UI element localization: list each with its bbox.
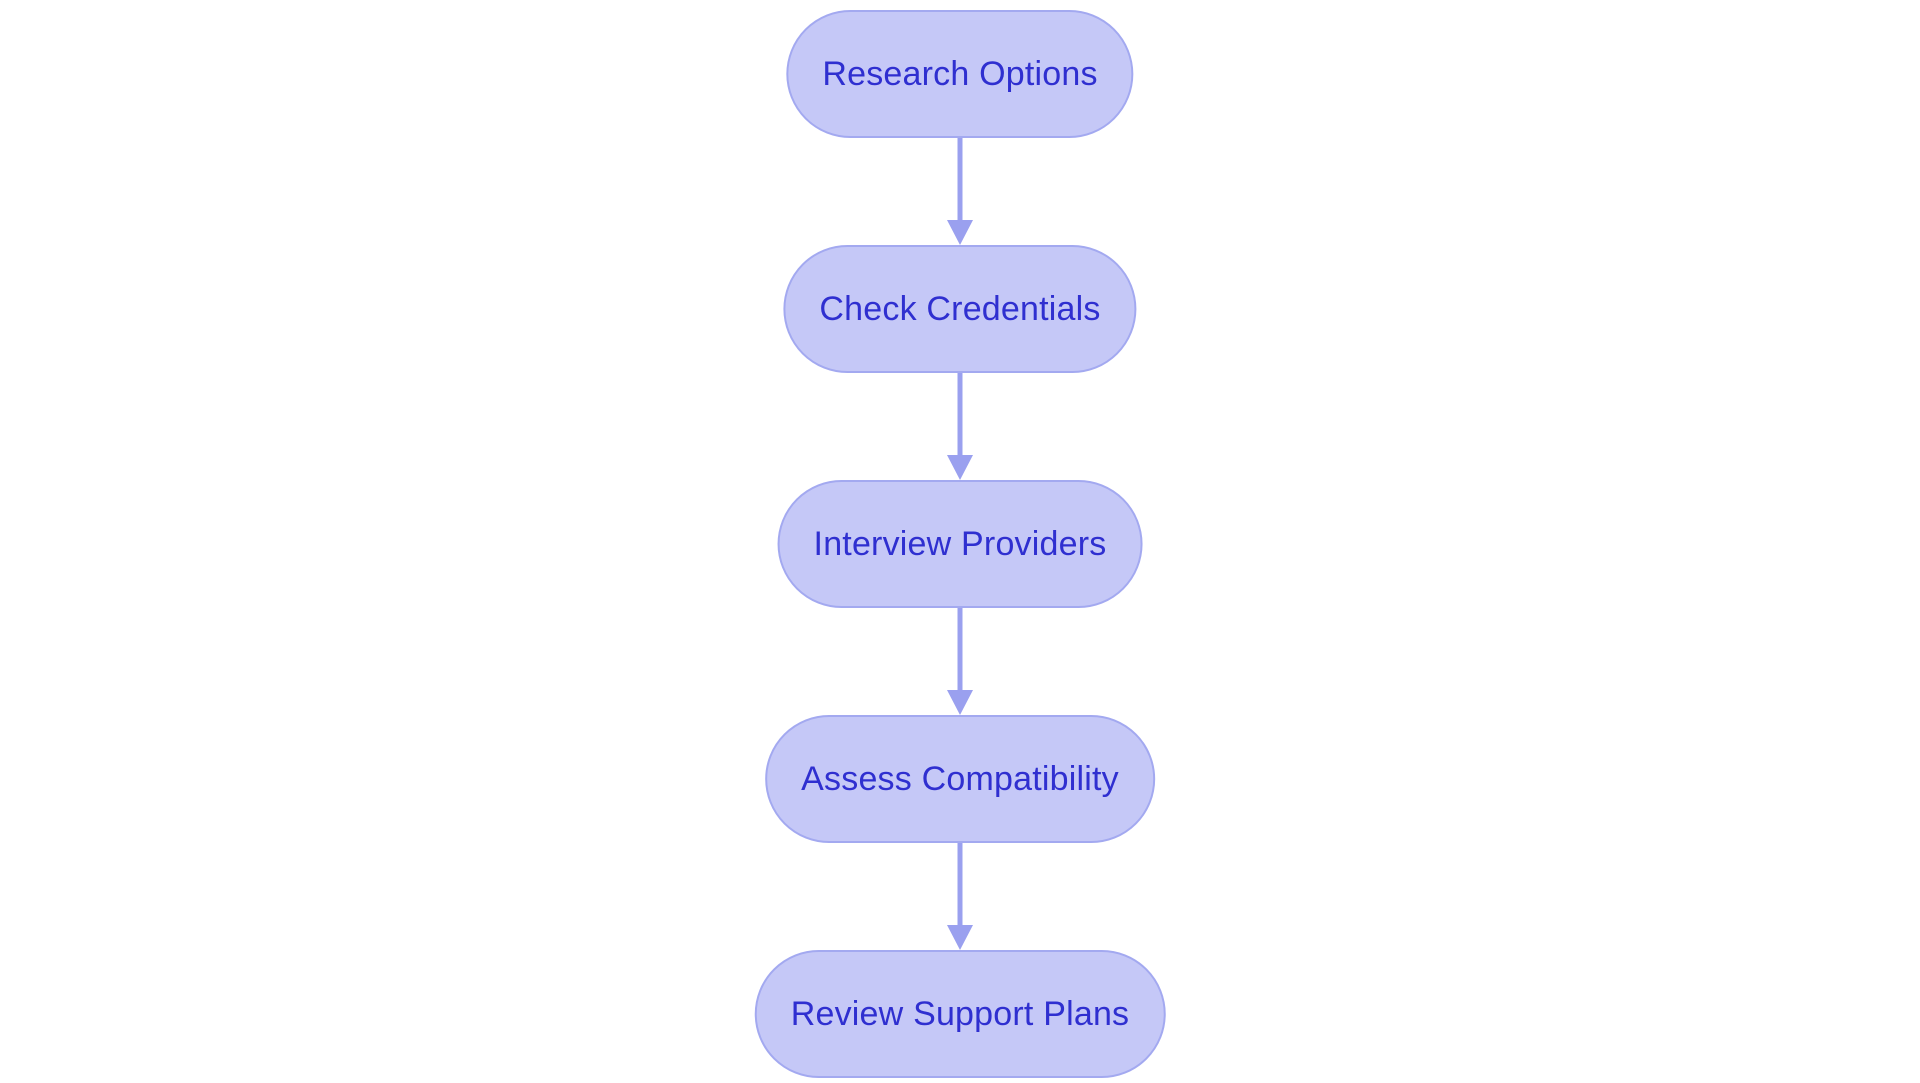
flow-arrow-1 bbox=[947, 138, 973, 245]
flow-node-assess-compatibility[interactable]: Assess Compatibility bbox=[765, 715, 1155, 843]
flow-arrow-3 bbox=[947, 608, 973, 715]
arrow-head-down-icon bbox=[947, 925, 973, 950]
arrow-shaft bbox=[957, 373, 963, 455]
flow-node-label: Interview Providers bbox=[813, 525, 1107, 563]
flow-node-label: Assess Compatibility bbox=[801, 760, 1119, 798]
flow-node-label: Review Support Plans bbox=[790, 995, 1130, 1033]
arrow-head-down-icon bbox=[947, 455, 973, 480]
flow-node-review-support-plans[interactable]: Review Support Plans bbox=[754, 950, 1166, 1078]
arrow-head-down-icon bbox=[947, 220, 973, 245]
arrow-shaft bbox=[957, 843, 963, 925]
flow-node-check-credentials[interactable]: Check Credentials bbox=[783, 245, 1137, 373]
flow-node-label: Check Credentials bbox=[819, 290, 1101, 328]
arrow-shaft bbox=[957, 138, 963, 220]
flow-node-interview-providers[interactable]: Interview Providers bbox=[777, 480, 1143, 608]
flow-node-label: Research Options bbox=[822, 55, 1098, 93]
flow-arrow-4 bbox=[947, 843, 973, 950]
flow-arrow-2 bbox=[947, 373, 973, 480]
arrow-head-down-icon bbox=[947, 690, 973, 715]
arrow-shaft bbox=[957, 608, 963, 690]
flow-node-research-options[interactable]: Research Options bbox=[786, 10, 1134, 138]
